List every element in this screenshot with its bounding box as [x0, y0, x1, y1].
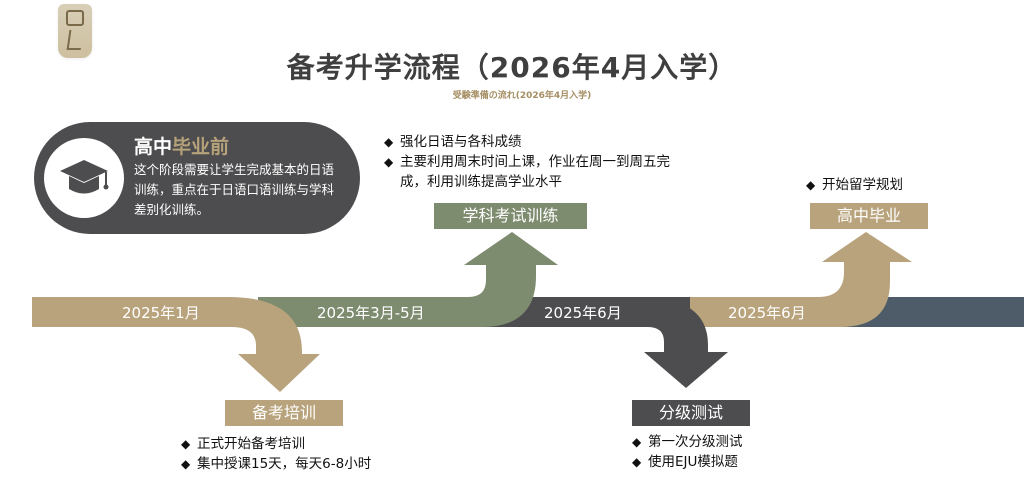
timeline-date-4: 2025年6月 [728, 304, 806, 322]
bullet-diamond-icon: ◆ [384, 135, 394, 149]
list-item: ◆使用EJU模拟题 [632, 454, 738, 470]
graduation-cap-icon [60, 160, 109, 194]
stage-label-prep-training: 备考培训 [225, 400, 343, 426]
timeline-date-1: 2025年1月 [122, 304, 200, 322]
list-item: ◆强化日语与各科成绩 [384, 134, 522, 150]
bullet-diamond-icon: ◆ [181, 457, 191, 471]
list-item: ◆开始留学规划 [806, 177, 903, 193]
bullet-diamond-icon: ◆ [384, 155, 394, 169]
stage-label-subject-training: 学科考试训练 [434, 203, 587, 229]
band-tan-rise [690, 232, 912, 327]
intro-title: 高中毕业前 [134, 132, 229, 159]
stage-label-placement-test: 分级测试 [632, 400, 750, 426]
intro-title-accent: 毕业前 [172, 136, 230, 158]
band-dark-fall [470, 297, 728, 388]
intro-description: 这个阶段需要让学生完成基本的日语训练，重点在于日语口语训练与学科差别化训练。 [134, 162, 335, 217]
list-item: ◆主要利用周末时间上课，作业在周一到周五完成，利用训练提高学业水平 [384, 154, 670, 190]
placement-bullets: ◆第一次分级测试 ◆使用EJU模拟题 [632, 432, 832, 472]
page-title: 备考升学流程（2026年4月入学） [286, 51, 738, 84]
graduate-bullets: ◆开始留学规划 [806, 175, 1006, 195]
list-item: ◆第一次分级测试 [632, 434, 743, 450]
page-subtitle: 受験準備の流れ(2026年4月入学) [452, 91, 592, 101]
brand-logo [58, 4, 92, 58]
bullet-diamond-icon: ◆ [806, 178, 816, 192]
subject-bullets: ◆强化日语与各科成绩 ◆主要利用周末时间上课，作业在周一到周五完成，利用训练提高… [384, 132, 684, 192]
stage-label-graduation: 高中毕业 [810, 203, 928, 229]
bullet-diamond-icon: ◆ [632, 455, 642, 469]
band-green-rise [258, 232, 558, 327]
prep-bullets: ◆正式开始备考培训 ◆集中授课15天，每天6-8小时 [181, 434, 441, 474]
list-item: ◆正式开始备考培训 [181, 436, 305, 452]
bullet-diamond-icon: ◆ [632, 435, 642, 449]
bullet-diamond-icon: ◆ [181, 437, 191, 451]
intro-title-main: 高中 [134, 136, 173, 158]
band-tan-fall [32, 297, 320, 392]
list-item: ◆集中授课15天，每天6-8小时 [181, 456, 372, 472]
timeline-date-2: 2025年3月-5月 [317, 304, 425, 322]
timeline-date-3: 2025年6月 [544, 304, 622, 322]
